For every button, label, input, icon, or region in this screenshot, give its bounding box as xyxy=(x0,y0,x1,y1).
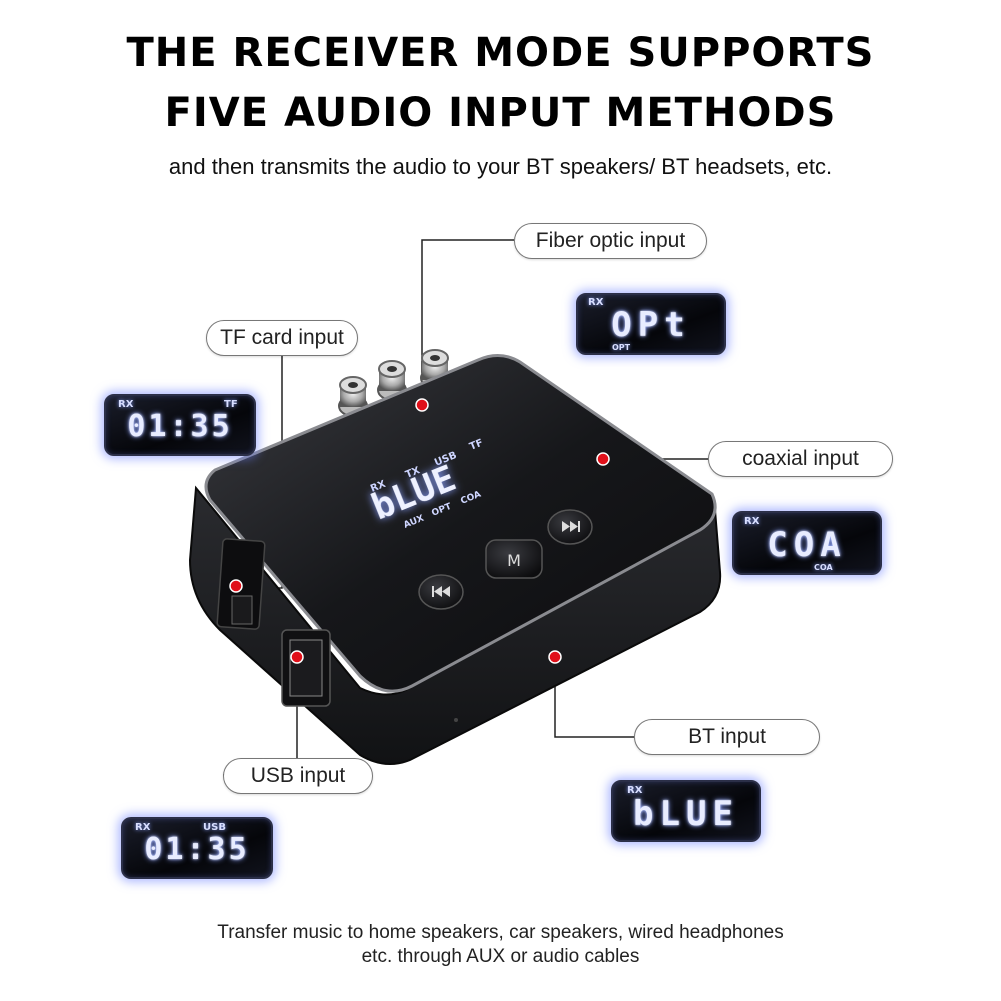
label-coaxial-input: coaxial input xyxy=(708,441,893,477)
device-buttons: M xyxy=(418,509,593,610)
label-fiber-optic-input: Fiber optic input xyxy=(514,223,707,259)
footer-line-2: etc. through AUX or audio cables xyxy=(361,946,640,967)
headline-line-2: FIVE AUDIO INPUT METHODS xyxy=(164,90,837,136)
label-usb-input: USB input xyxy=(223,758,373,794)
lcd-coa-display: RX COA COA xyxy=(732,511,882,575)
svg-text:TF: TF xyxy=(468,437,485,452)
footer-line-1: Transfer music to home speakers, car spe… xyxy=(217,922,784,943)
mode-button-label: M xyxy=(507,551,521,570)
lcd-usb-display: RX USB 01:35 xyxy=(121,817,273,879)
marker-bt xyxy=(548,650,562,664)
previous-button[interactable] xyxy=(418,574,464,610)
mode-button[interactable]: M xyxy=(485,539,543,579)
marker-coaxial xyxy=(596,452,610,466)
lcd-opt-display: RX OPt OPT xyxy=(576,293,726,355)
label-tf-card-input: TF card input xyxy=(206,320,358,356)
headline-line-1: THE RECEIVER MODE SUPPORTS xyxy=(126,30,875,76)
next-button[interactable] xyxy=(547,509,593,545)
leader-fiber xyxy=(421,239,514,405)
previous-icon xyxy=(432,586,450,597)
marker-fiber xyxy=(415,398,429,412)
lcd-tf-display: RX TF 01:35 xyxy=(104,394,256,456)
label-bt-input: BT input xyxy=(634,719,820,755)
input-markers xyxy=(229,398,610,664)
device-indicator-top: RX xyxy=(369,479,388,495)
lcd-blue-display: RX bLUE xyxy=(611,780,761,842)
marker-usb xyxy=(290,650,304,664)
rca-jacks xyxy=(338,349,450,417)
device-body xyxy=(188,354,722,765)
next-icon xyxy=(562,521,580,532)
subtitle: and then transmits the audio to your BT … xyxy=(168,154,833,179)
marker-tf xyxy=(229,579,243,593)
svg-text:TX: TX xyxy=(404,465,422,481)
